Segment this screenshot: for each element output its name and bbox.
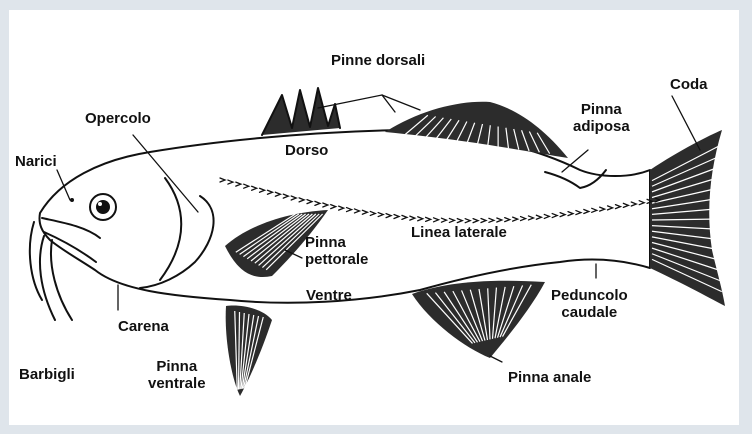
lateral-line-mark [291, 196, 296, 200]
lateral-line-mark [418, 217, 423, 221]
lateral-line-mark [576, 211, 581, 215]
lateral-line-mark [244, 184, 249, 188]
lateral-line-mark [608, 206, 613, 210]
eye-highlight [98, 202, 102, 206]
lateral-line-mark [560, 213, 565, 217]
label-narici: Narici [15, 153, 57, 170]
barbel-2 [51, 240, 72, 320]
lateral-line-mark [410, 216, 415, 220]
lateral-line-mark [252, 186, 257, 190]
label-pinna-adiposa: Pinna adiposa [573, 101, 630, 135]
label-carena: Carena [118, 318, 169, 335]
label-pinne-dorsali: Pinne dorsali [331, 52, 425, 69]
lateral-line-mark [434, 218, 439, 222]
lateral-line-mark [370, 211, 375, 215]
lateral-line-mark [354, 209, 359, 213]
lateral-line-mark [481, 219, 486, 223]
barbel-1 [40, 236, 55, 320]
lateral-line-mark [299, 198, 304, 202]
lateral-line-mark [315, 201, 320, 205]
label-pinna-pettorale-line1: Pinna [305, 234, 368, 251]
lateral-line-mark [347, 208, 352, 212]
lateral-line-mark [465, 219, 470, 223]
label-peduncolo-caudale: Peduncolo caudale [551, 287, 628, 321]
label-pinna-ventrale: Pinna ventrale [148, 358, 206, 392]
lateral-line-mark [513, 217, 518, 221]
lateral-line-mark [528, 216, 533, 220]
lateral-line-marks [220, 178, 660, 223]
lateral-line-mark [323, 203, 328, 207]
label-peduncolo-line1: Peduncolo [551, 287, 628, 304]
lateral-line-mark [521, 217, 526, 221]
label-pinna-ventrale-line2: ventrale [148, 375, 206, 392]
lateral-line-mark [449, 218, 454, 222]
lateral-line-mark [402, 215, 407, 219]
ventral-fin-shape [226, 306, 272, 396]
lateral-line-mark [267, 190, 272, 194]
lateral-line-mark [631, 202, 636, 206]
label-opercolo: Opercolo [85, 110, 151, 127]
lateral-line-mark [505, 218, 510, 222]
lateral-line-mark [228, 180, 233, 184]
label-dorso: Dorso [285, 142, 328, 159]
operculum-curve [160, 178, 181, 280]
lateral-line-mark [331, 205, 336, 209]
lateral-line-mark [623, 203, 628, 207]
tail-fin [650, 130, 725, 306]
lateral-line-mark [592, 208, 597, 212]
anal-fin-shape [412, 281, 545, 358]
lateral-line-mark [536, 215, 541, 219]
label-pinna-adiposa-line2: adiposa [573, 118, 630, 135]
adipose-fin [545, 170, 606, 188]
label-barbigli: Barbigli [19, 366, 75, 383]
lateral-line-mark [600, 207, 605, 211]
second-dorsal-fin [385, 102, 568, 158]
lateral-line-mark [307, 200, 312, 204]
label-linea-laterale: Linea laterale [411, 224, 507, 241]
label-pinna-ventrale-line1: Pinna [148, 358, 206, 375]
lateral-line-mark [339, 206, 344, 210]
lateral-line-mark [426, 217, 431, 221]
label-pinna-anale: Pinna anale [508, 369, 591, 386]
label-pinna-pettorale: Pinna pettorale [305, 234, 368, 268]
lateral-line-mark [568, 212, 573, 216]
lateral-line-mark [236, 182, 241, 186]
lateral-line-mark [362, 210, 367, 214]
lateral-line-mark [544, 214, 549, 218]
lateral-line-mark [489, 218, 494, 222]
label-ventre: Ventre [306, 287, 352, 304]
lateral-line-mark [552, 214, 557, 218]
label-peduncolo-line2: caudale [551, 304, 628, 321]
lateral-line-mark [378, 213, 383, 217]
lateral-line-mark [497, 218, 502, 222]
lateral-line-mark [639, 201, 644, 205]
lateral-line-mark [220, 178, 225, 182]
label-pinna-adiposa-line1: Pinna [573, 101, 630, 118]
lateral-line-mark [283, 194, 288, 198]
first-dorsal-fin [262, 88, 340, 135]
lateral-line-mark [473, 219, 478, 223]
label-coda: Coda [670, 76, 708, 93]
lateral-line-mark [394, 215, 399, 219]
lateral-line-mark [386, 214, 391, 218]
lateral-line-mark [441, 218, 446, 222]
lateral-line-mark [260, 188, 265, 192]
eye-pupil [96, 200, 110, 214]
lateral-line-mark [615, 205, 620, 209]
label-pinna-pettorale-line2: pettorale [305, 251, 368, 268]
operculum-edge [140, 196, 214, 288]
lateral-line-mark [584, 209, 589, 213]
lateral-line-mark [275, 192, 280, 196]
lateral-line-mark [457, 219, 462, 223]
